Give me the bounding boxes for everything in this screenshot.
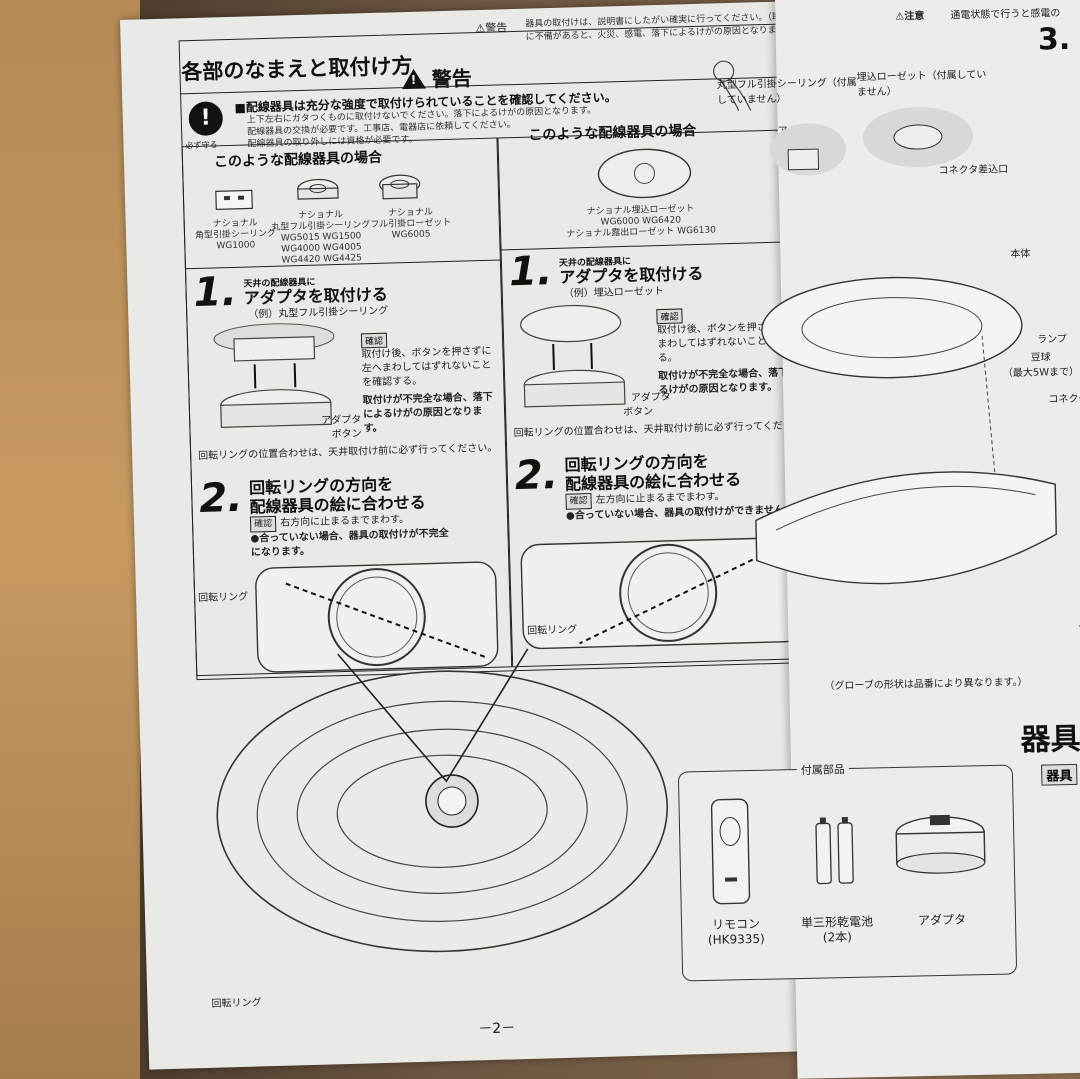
- left-step1-title: アダプタを取付ける: [243, 284, 389, 308]
- page-number: －2－: [478, 1020, 516, 1038]
- right-label-adapter: アダプタ: [630, 391, 671, 404]
- rosette-icon: [379, 174, 421, 200]
- left-label-adapter: アダプタ: [321, 414, 362, 427]
- confirm-tag: 確認: [360, 332, 388, 349]
- left-step1-illustration: [213, 323, 335, 428]
- accessory-batteries-label: 単三形乾電池 (2本): [800, 914, 874, 945]
- fixture-illustration: [216, 648, 668, 953]
- warning-title: 警告: [401, 62, 472, 93]
- hand-illustration: [713, 60, 752, 112]
- label-embedded-rosette: 埋込ローゼット（付属していません）: [856, 69, 987, 99]
- right-label-button: ボタン: [623, 406, 654, 419]
- product-label-wg5015: ナショナル 丸型フル引掛シーリング WG5015 WG1500 WG4000 W…: [271, 209, 371, 266]
- ceiling-fixtures-illustration: [770, 107, 973, 176]
- left-label-button: ボタン: [331, 428, 362, 441]
- product-label-wg6000: ナショナル埋込ローゼット WG6000 WG6420 ナショナル露出ローゼット …: [566, 204, 717, 240]
- caution-header: ⚠注意: [895, 10, 925, 23]
- right-step1-number: 1.: [508, 248, 553, 296]
- label-lamp: ランプ: [1037, 333, 1067, 346]
- remote-control-icon: [710, 798, 751, 905]
- caution-note: 通電状態で行うと感電の: [950, 8, 1061, 22]
- batteries-icon: [815, 816, 854, 885]
- right-step2-confirm: 左方向に止まるまでまわす。: [595, 491, 725, 506]
- warning-triangle-icon: [401, 68, 427, 90]
- bottom-label-ring: 回転リング: [211, 997, 262, 1010]
- label-connector: コネクタ: [1048, 393, 1080, 406]
- right-ring-diagram: [520, 536, 804, 650]
- square-ceiling-icon: [215, 189, 253, 211]
- right-step2-title: 回転リングの方向を 配線器具の絵に合わせる: [564, 451, 742, 494]
- round-ceiling-icon: [297, 178, 339, 200]
- warning-title-text: 警告: [431, 66, 473, 92]
- adapter-icon: [895, 814, 986, 874]
- confirm-tag: 確認: [249, 515, 277, 533]
- right-label-ring: 回転リング: [527, 624, 578, 637]
- background-cardboard: [0, 0, 140, 1079]
- section-tag: 器具: [1041, 763, 1078, 786]
- globe-note: （グローブの形状は品番により異なります。）: [824, 676, 1028, 693]
- label-bulb: 豆球 （最大5Wまで）: [1002, 352, 1080, 380]
- manual-page-right: ⚠注意 通電状態で行うと感電の 3. 丸型フル引掛シーリング（付属していません）…: [717, 0, 1080, 1079]
- left-step2-title: 回転リングの方向を 配線器具の絵に合わせる: [248, 474, 426, 517]
- label-connector-slot: コネクタ差込口: [938, 164, 1009, 177]
- right-step2-number: 2.: [514, 451, 559, 500]
- left-step1-confirm: 取付け後、ボタンを押さずに左へまわしてはずれないことを確認する。: [361, 345, 492, 389]
- embedded-rosette-icon: [597, 148, 692, 199]
- right-step1-illustration: [520, 304, 626, 408]
- left-ring-diagram: [255, 561, 499, 673]
- confirm-tag: 確認: [656, 308, 683, 325]
- accessories-box: 付属部品 リモコン (HK9335) 単三形乾電池 (2本) アダプタ: [677, 760, 1018, 982]
- right-step1-title: アダプタを取付ける: [559, 263, 704, 287]
- manual-page-left: 各部のなまえと取付け方 ⚠警告 器具の取付けは、説明書にしたがい確実に行ってくだ…: [120, 0, 840, 1070]
- accessory-adapter-label: アダプタ: [917, 912, 967, 928]
- section-title: 器具: [1020, 721, 1080, 759]
- accessories-title: 付属部品: [796, 760, 849, 779]
- confirm-tag: 確認: [565, 493, 592, 510]
- left-step2-confirm: 右方向に止まるまでまわす。: [279, 514, 410, 529]
- left-step2-number: 2.: [198, 474, 244, 522]
- left-label-ring: 回転リング: [198, 591, 249, 605]
- accessory-remote-label: リモコン (HK9335): [707, 916, 765, 947]
- section-number: 3.: [1037, 21, 1071, 58]
- product-label-wg6005: ナショナル フル引掛ローゼット WG6005: [370, 207, 452, 241]
- left-step2-caution: ●合っていない場合、器具の取付けが不完全になります。: [250, 528, 449, 559]
- label-body: 本体: [1010, 248, 1031, 261]
- left-step1-number: 1.: [193, 268, 238, 317]
- left-step1-caution: 取付けが不完全な場合、落下によるけがの原因となります。: [362, 391, 493, 435]
- body-lamp-illustration: [755, 276, 1057, 585]
- left-step1-confirm-box: 確認 取付け後、ボタンを押さずに左へまわしてはずれないことを確認する。 取付けが…: [360, 326, 500, 437]
